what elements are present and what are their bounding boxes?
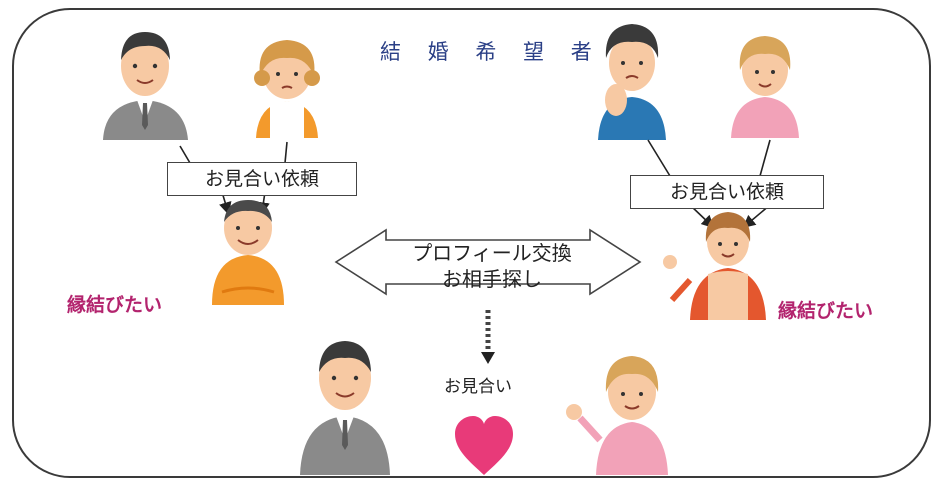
request-lines-right <box>647 139 771 229</box>
matchmaker-label-left: 縁結びたい <box>67 294 163 316</box>
matchmaker-woman <box>663 212 766 320</box>
title-marriage-candidates: 結 婚 希 望 者 <box>380 40 602 64</box>
exchange-line-1: プロフィール交換 <box>412 241 572 265</box>
meeting-label: お見合い <box>444 377 512 397</box>
candidate-man-right <box>598 24 666 140</box>
matchmaker-label-right: 縁結びたい <box>778 300 874 322</box>
heart-icon <box>455 416 513 475</box>
exchange-text: プロフィール交換 お相手探し <box>392 240 592 292</box>
candidate-woman-right <box>731 36 799 138</box>
meeting-woman <box>566 356 668 475</box>
candidate-man-left <box>103 32 188 140</box>
meeting-man <box>300 341 390 475</box>
request-label-right: お見合い依頼 <box>630 175 824 209</box>
meeting-dotted-arrow <box>481 310 495 364</box>
exchange-line-2: お相手探し <box>442 267 542 291</box>
candidate-woman-left <box>254 40 320 138</box>
exchange-double-arrow <box>334 228 642 296</box>
request-label-left: お見合い依頼 <box>167 162 357 196</box>
matchmaker-man <box>212 200 284 305</box>
